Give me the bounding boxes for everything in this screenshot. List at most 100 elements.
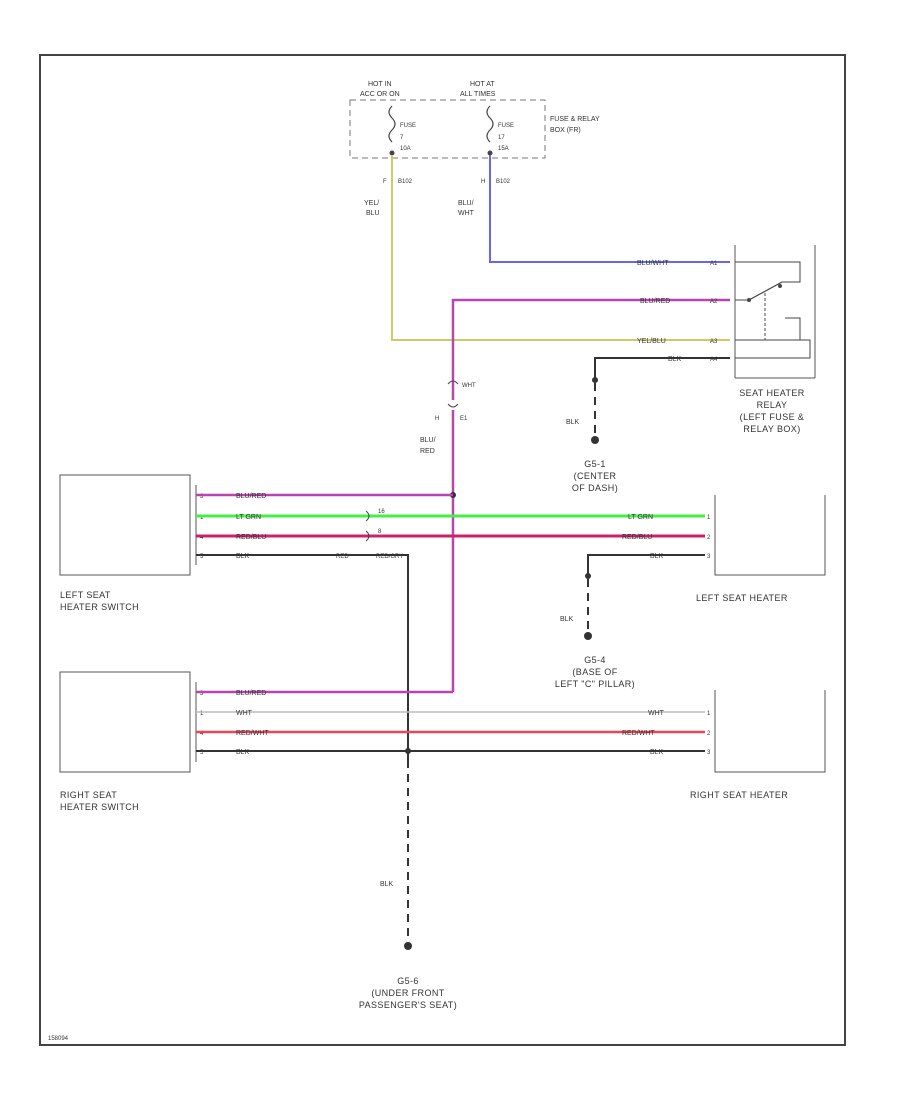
relay-coil-top bbox=[735, 317, 801, 341]
right-heater-label: RIGHT SEAT HEATER bbox=[690, 790, 788, 800]
left-seat-heater: LT GRN RED/BLU BLK 1 2 3 LEFT SEAT HEATE… bbox=[622, 495, 826, 603]
left-seat-heater-switch: 3 1 4 5 LEFT SEAT HEATER SWITCH bbox=[59, 474, 204, 612]
ground-g5-4-label-line3: LEFT "C" PILLAR) bbox=[555, 679, 635, 689]
ground-g5-1-label-line3: OF DASH) bbox=[572, 483, 618, 493]
relay-contact-right bbox=[778, 284, 782, 288]
left-switch-box bbox=[59, 474, 191, 576]
ground-g5-6-label-line1: G5-6 bbox=[397, 976, 419, 986]
left-heater-label: LEFT SEAT HEATER bbox=[696, 593, 788, 603]
left-switch-wire-blu-red: BLU/RED bbox=[236, 493, 266, 500]
relay-wire-blu-red: BLU/RED bbox=[640, 298, 670, 305]
right-seat-heater-switch: 3 1 4 5 RIGHT SEAT HEATER SWITCH bbox=[59, 671, 204, 812]
right-blk-splice bbox=[405, 748, 411, 754]
wire-label-yel-blu-bottom: BLU bbox=[366, 210, 380, 217]
right-switch-wire-blk: BLK bbox=[236, 749, 250, 756]
wire-label-yel-blu-top: YEL/ bbox=[364, 200, 379, 207]
wire-blk-relay-to-ground bbox=[594, 357, 730, 378]
relay-pin-a2: A2 bbox=[710, 299, 718, 305]
fuse-17-number: 17 bbox=[498, 135, 505, 141]
fuse-7-number: 7 bbox=[400, 135, 404, 141]
relay-ground-splice bbox=[592, 377, 598, 383]
fuse-7-terminal bbox=[389, 150, 395, 156]
fuse-left-pin: F bbox=[383, 179, 387, 185]
left-switch-pin-2: 1 bbox=[200, 515, 204, 521]
right-switch-wire-blu-red: BLU/RED bbox=[236, 690, 266, 697]
relay-wire-blk: BLK bbox=[668, 356, 682, 363]
fuse-box-outline bbox=[349, 99, 546, 159]
inline-connector-lt-grn bbox=[365, 510, 370, 522]
left-switch-wire-red-blu: RED/BLU bbox=[236, 534, 266, 541]
right-heater-pin-1: 1 bbox=[707, 711, 711, 717]
left-heater-pin-3: 3 bbox=[707, 554, 711, 560]
left-switch-wire-lt-grn: LT GRN bbox=[236, 514, 261, 521]
relay-bracket bbox=[734, 245, 816, 379]
relay-wire-blu-wht: BLU/WHT bbox=[637, 260, 669, 267]
wire-label-blu-wht-bottom: WHT bbox=[458, 210, 475, 217]
wire-blk-left-switch bbox=[196, 554, 409, 760]
splice-pin-left: H bbox=[435, 416, 439, 422]
right-switch-box bbox=[59, 671, 191, 773]
ground-g5-1-label-line1: G5-1 bbox=[584, 459, 606, 469]
right-heater-bracket bbox=[714, 690, 826, 773]
fuse-relay-box: HOT IN ACC OR ON HOT AT ALL TIMES FUSE 7… bbox=[349, 81, 600, 217]
fuse-7-rating: 10A bbox=[400, 146, 411, 152]
left-heater-wire-red-blu: RED/BLU bbox=[622, 534, 652, 541]
fuse-right-connector: B102 bbox=[496, 179, 511, 185]
wire-blu-red-relay-to-splice bbox=[451, 298, 730, 400]
left-switch-wire-red: RED bbox=[336, 554, 349, 560]
fuse-box-label-line2: BOX (FR) bbox=[550, 127, 581, 134]
left-switch-wire-red-gry: RED/GRY bbox=[376, 554, 403, 560]
ground-g5-4-icon bbox=[584, 632, 592, 640]
relay-pin-a4: A4 bbox=[710, 357, 718, 363]
left-heater-pin-2: 2 bbox=[707, 535, 711, 541]
ground-g5-4-label-line1: G5-4 bbox=[584, 655, 606, 665]
wire-label-blu-red-top: BLU/ bbox=[420, 437, 436, 444]
right-switch-pin-2: 1 bbox=[200, 711, 204, 717]
relay-switch-arm bbox=[748, 281, 783, 301]
connector-symbol-top bbox=[447, 380, 459, 385]
ground-g5-6-label-line3: PASSENGER'S SEAT) bbox=[359, 1000, 457, 1010]
wire-label-blu-red-bottom: RED bbox=[420, 448, 435, 455]
inline-pin-8: 8 bbox=[378, 529, 382, 535]
right-switch-pin-4: 5 bbox=[200, 750, 204, 756]
blu-red-splice-connector: WHT H E1 BLU/ RED bbox=[420, 380, 476, 455]
fuse-7-label: FUSE bbox=[400, 123, 416, 129]
right-switch-wire-red-wht: RED/WHT bbox=[236, 730, 269, 737]
relay-label-line1: SEAT HEATER bbox=[739, 388, 805, 398]
right-seat-heater: WHT RED/WHT BLK 1 2 3 RIGHT SEAT HEATER bbox=[622, 690, 826, 800]
relay-ground-wire-label: BLK bbox=[566, 419, 580, 426]
wire-blk-left-heater-ground bbox=[587, 554, 705, 575]
right-heater-wire-wht: WHT bbox=[648, 710, 665, 717]
right-heater-wire-blk: BLK bbox=[650, 749, 664, 756]
left-heater-wire-lt-grn: LT GRN bbox=[628, 514, 653, 521]
fuse-17-label: FUSE bbox=[498, 123, 514, 129]
splice-wire-wht: WHT bbox=[462, 383, 476, 389]
left-heater-ground-splice bbox=[585, 573, 591, 579]
fuse-right-pin: H bbox=[481, 179, 485, 185]
right-switch-pin-3: 4 bbox=[200, 731, 204, 737]
relay-internal-line-a1 bbox=[735, 261, 801, 283]
fuse-left-connector: B102 bbox=[398, 179, 413, 185]
left-switch-pin-4: 5 bbox=[200, 554, 204, 560]
diagram-footer-code: 158094 bbox=[48, 1036, 69, 1042]
left-heater-pin-1: 1 bbox=[707, 515, 711, 521]
wire-yel-blu-fuse-to-relay bbox=[391, 155, 730, 341]
splice-pin-right: E1 bbox=[460, 416, 468, 422]
left-switch-label-line1: LEFT SEAT bbox=[60, 590, 111, 600]
ground-g5-1-icon bbox=[591, 436, 599, 444]
right-heater-wire-red-wht: RED/WHT bbox=[622, 730, 655, 737]
left-heater-bracket bbox=[714, 495, 826, 576]
relay-label-line2: RELAY bbox=[757, 400, 788, 410]
inline-connector-red-blu bbox=[365, 530, 370, 542]
seat-heater-relay: A1 A2 A3 A4 BLU/WHT BLU/RED YEL/BLU BLK … bbox=[637, 245, 816, 434]
fuse-17-terminal bbox=[487, 150, 493, 156]
right-heater-pin-3: 3 bbox=[707, 750, 711, 756]
bottom-ground-wire-label: BLK bbox=[380, 881, 394, 888]
left-heater-wire-blk: BLK bbox=[650, 553, 664, 560]
ground-g5-6-label-line2: (UNDER FRONT bbox=[371, 988, 444, 998]
fuse-box-hot-right-line1: HOT AT bbox=[470, 81, 495, 88]
fuse-7-symbol bbox=[388, 105, 396, 143]
inline-pin-16: 16 bbox=[378, 509, 385, 515]
right-switch-label-line1: RIGHT SEAT bbox=[60, 790, 117, 800]
